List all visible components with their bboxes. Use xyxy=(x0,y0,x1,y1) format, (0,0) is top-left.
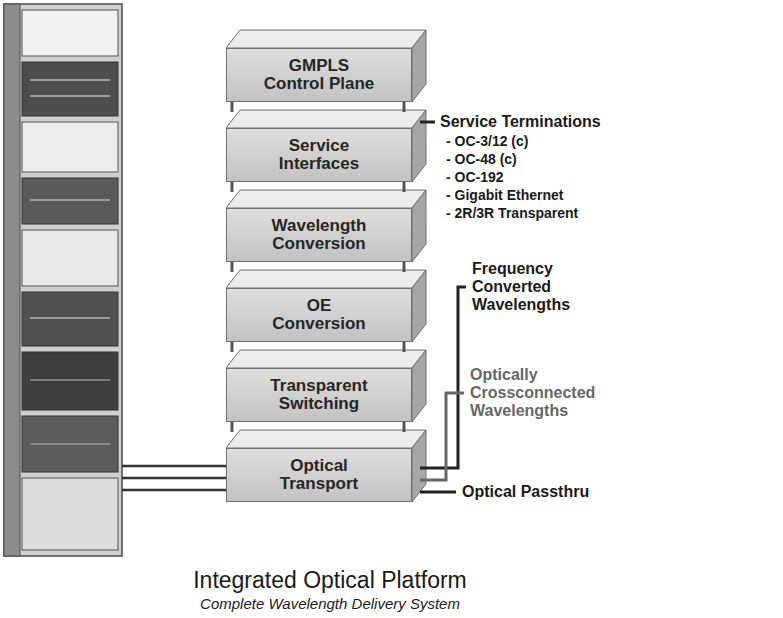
layer-slab: OE Conversion xyxy=(226,288,412,342)
diagram-title: Integrated Optical Platform xyxy=(130,568,530,593)
service-item: - OC-3/12 (c) xyxy=(446,132,646,150)
layer-name: Service Interfaces xyxy=(261,137,377,174)
layer-slab: Service Interfaces xyxy=(226,128,412,182)
service-item: - OC-48 (c) xyxy=(446,150,646,168)
layer-name: Wavelength Conversion xyxy=(261,217,377,254)
equipment-rack xyxy=(4,4,122,556)
layer-name: Optical Transport xyxy=(261,457,377,494)
service-item: - Gigabit Ethernet xyxy=(446,186,646,204)
layer-name: Transparent Switching xyxy=(261,377,377,414)
layer-slab-faces xyxy=(226,30,426,502)
layer-slab: GMPLS Control Plane xyxy=(226,48,412,102)
callout-label: Service Terminations xyxy=(440,113,640,131)
callout-label: Optical Passthru xyxy=(462,483,662,501)
diagram-caption: Complete Wavelength Delivery System xyxy=(130,596,530,613)
layer-name: GMPLS Control Plane xyxy=(261,57,377,94)
callout-label: Frequency Converted Wavelengths xyxy=(472,260,592,314)
service-item: - 2R/3R Transparent xyxy=(446,204,646,222)
service-item: - OC-192 xyxy=(446,168,646,186)
layer-slab: Transparent Switching xyxy=(226,368,412,422)
layer-slab: Optical Transport xyxy=(226,448,412,502)
layer-name: OE Conversion xyxy=(261,297,377,334)
fiber-cables xyxy=(122,466,226,490)
callout-label: Optically Crossconnected Wavelengths xyxy=(470,366,610,420)
layer-slab: Wavelength Conversion xyxy=(226,208,412,262)
